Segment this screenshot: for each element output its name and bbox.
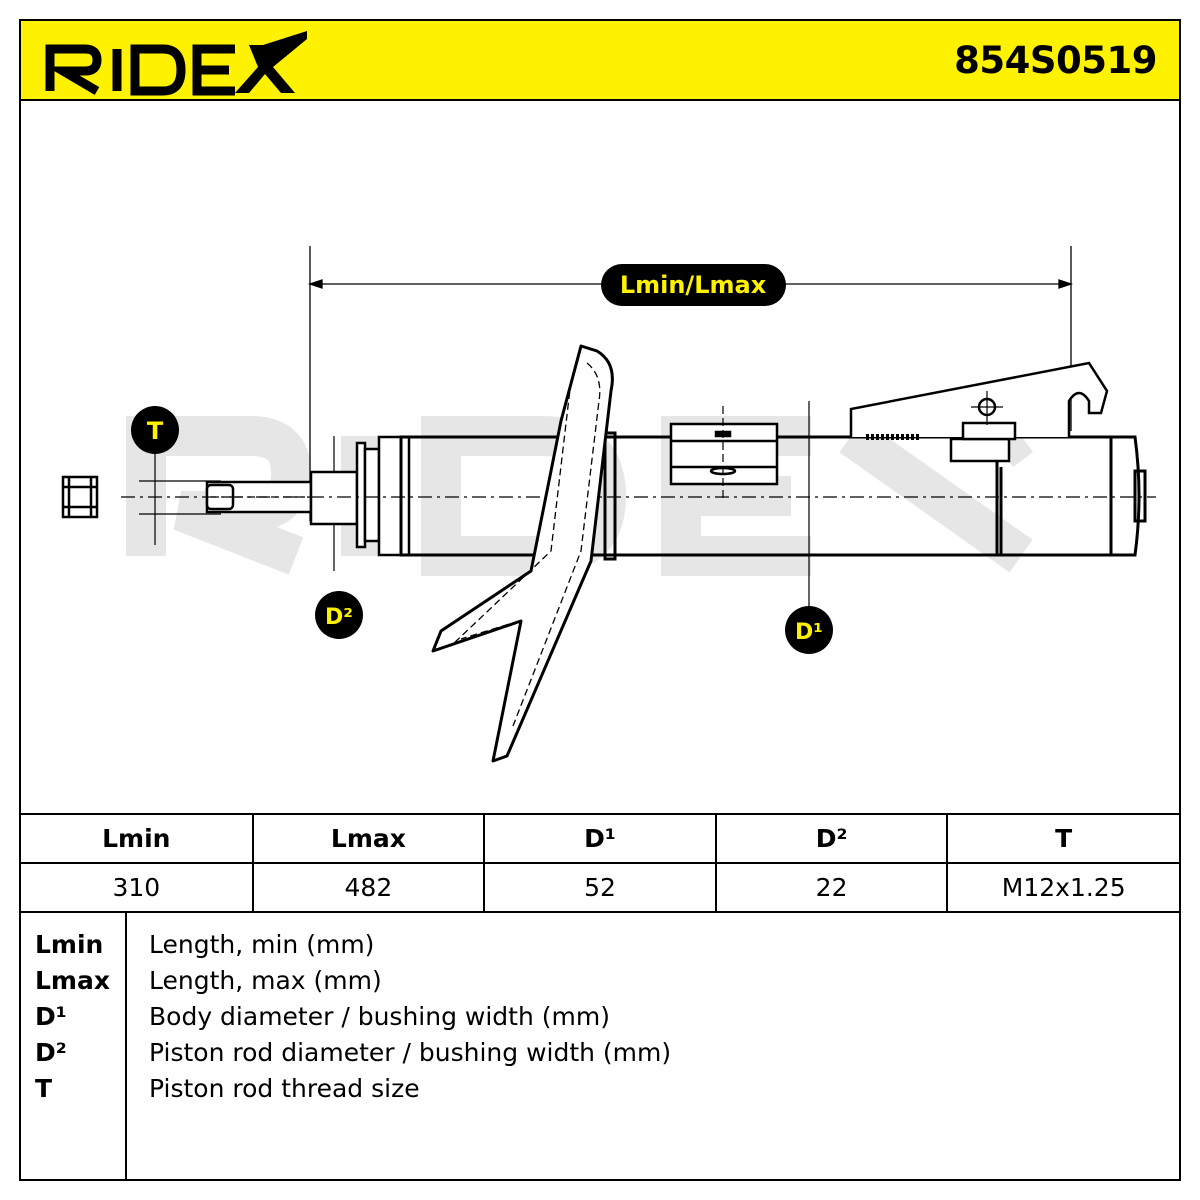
legend-key: D¹ bbox=[35, 1002, 67, 1031]
spec-header: Lmin bbox=[21, 813, 254, 864]
spec-table: Lmin Lmax D¹ D² T 310 482 52 22 M12x1.25 bbox=[21, 813, 1179, 913]
legend-desc: Piston rod thread size bbox=[149, 1074, 420, 1103]
legend-desc: Length, max (mm) bbox=[149, 966, 382, 995]
rod-diameter-label: D² bbox=[325, 605, 353, 630]
clamp-bracket bbox=[669, 422, 779, 486]
ridex-logo bbox=[45, 31, 307, 96]
nut-icon bbox=[61, 475, 99, 519]
length-badge bbox=[601, 264, 786, 306]
legend-desc: Length, min (mm) bbox=[149, 930, 375, 959]
legend-key: D² bbox=[35, 1038, 67, 1067]
legend-key: T bbox=[35, 1074, 53, 1103]
spec-value: 482 bbox=[251, 862, 486, 913]
legend-row: D¹ Body diameter / bushing width (mm) bbox=[21, 999, 1179, 1035]
legend-desc: Piston rod diameter / bushing width (mm) bbox=[149, 1038, 672, 1067]
legend: Lmin Length, min (mm) Lmax Length, max (… bbox=[21, 911, 1179, 1179]
body-diameter-label: D¹ bbox=[795, 620, 823, 645]
spec-header: T bbox=[946, 813, 1179, 864]
header-bar: 854S0519 bbox=[21, 21, 1179, 101]
legend-row: Lmin Length, min (mm) bbox=[21, 927, 1179, 963]
spec-value: 22 bbox=[714, 862, 949, 913]
spec-value: 310 bbox=[21, 862, 254, 913]
legend-row: T Piston rod thread size bbox=[21, 1071, 1179, 1107]
upper-bracket bbox=[849, 361, 1109, 463]
spec-value-row: 310 482 52 22 M12x1.25 bbox=[21, 862, 1179, 913]
legend-row: Lmax Length, max (mm) bbox=[21, 963, 1179, 999]
legend-row: D² Piston rod diameter / bushing width (… bbox=[21, 1035, 1179, 1071]
legend-desc: Body diameter / bushing width (mm) bbox=[149, 1002, 610, 1031]
body-diameter-dimension bbox=[801, 401, 821, 609]
rod-diameter-badge bbox=[315, 591, 363, 639]
part-number: 854S0519 bbox=[954, 39, 1157, 82]
spec-value: M12x1.25 bbox=[946, 862, 1179, 913]
spec-value: 52 bbox=[483, 862, 717, 913]
spec-header: Lmax bbox=[251, 813, 486, 864]
spec-header-row: Lmin Lmax D¹ D² T bbox=[21, 813, 1179, 864]
thread-badge bbox=[131, 406, 179, 454]
legend-key: Lmax bbox=[35, 966, 110, 995]
legend-divider bbox=[125, 911, 127, 1179]
legend-key: Lmin bbox=[35, 930, 104, 959]
thread-label: T bbox=[147, 417, 164, 445]
body-diameter-badge bbox=[785, 606, 833, 654]
product-sheet: 854S0519 Lmin/Lmax bbox=[19, 19, 1181, 1181]
spec-header: D² bbox=[714, 813, 949, 864]
spec-header: D¹ bbox=[483, 813, 717, 864]
shock-absorber-drawing: Lmin/Lmax T bbox=[61, 246, 1156, 763]
spring-seat bbox=[431, 344, 614, 763]
length-label: Lmin/Lmax bbox=[620, 271, 767, 299]
